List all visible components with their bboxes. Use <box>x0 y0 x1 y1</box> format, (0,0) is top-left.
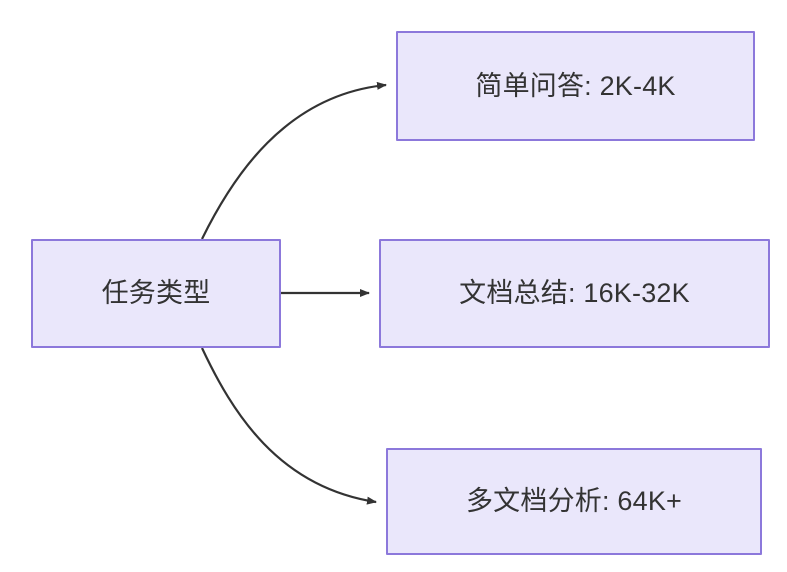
edge-root-to-simple-qa <box>201 81 387 240</box>
node-simple-qa[interactable]: 简单问答: 2K-4K <box>396 31 755 141</box>
node-task-type[interactable]: 任务类型 <box>31 239 281 348</box>
edge-root-to-multi-doc <box>201 347 377 505</box>
node-multi-document-analysis-label: 多文档分析: 64K+ <box>465 486 682 517</box>
node-document-summary-label: 文档总结: 16K-32K <box>459 278 690 309</box>
node-task-type-label: 任务类型 <box>101 278 211 309</box>
node-document-summary[interactable]: 文档总结: 16K-32K <box>379 239 770 348</box>
node-simple-qa-label: 简单问答: 2K-4K <box>475 70 676 101</box>
node-multi-document-analysis[interactable]: 多文档分析: 64K+ <box>386 448 762 555</box>
